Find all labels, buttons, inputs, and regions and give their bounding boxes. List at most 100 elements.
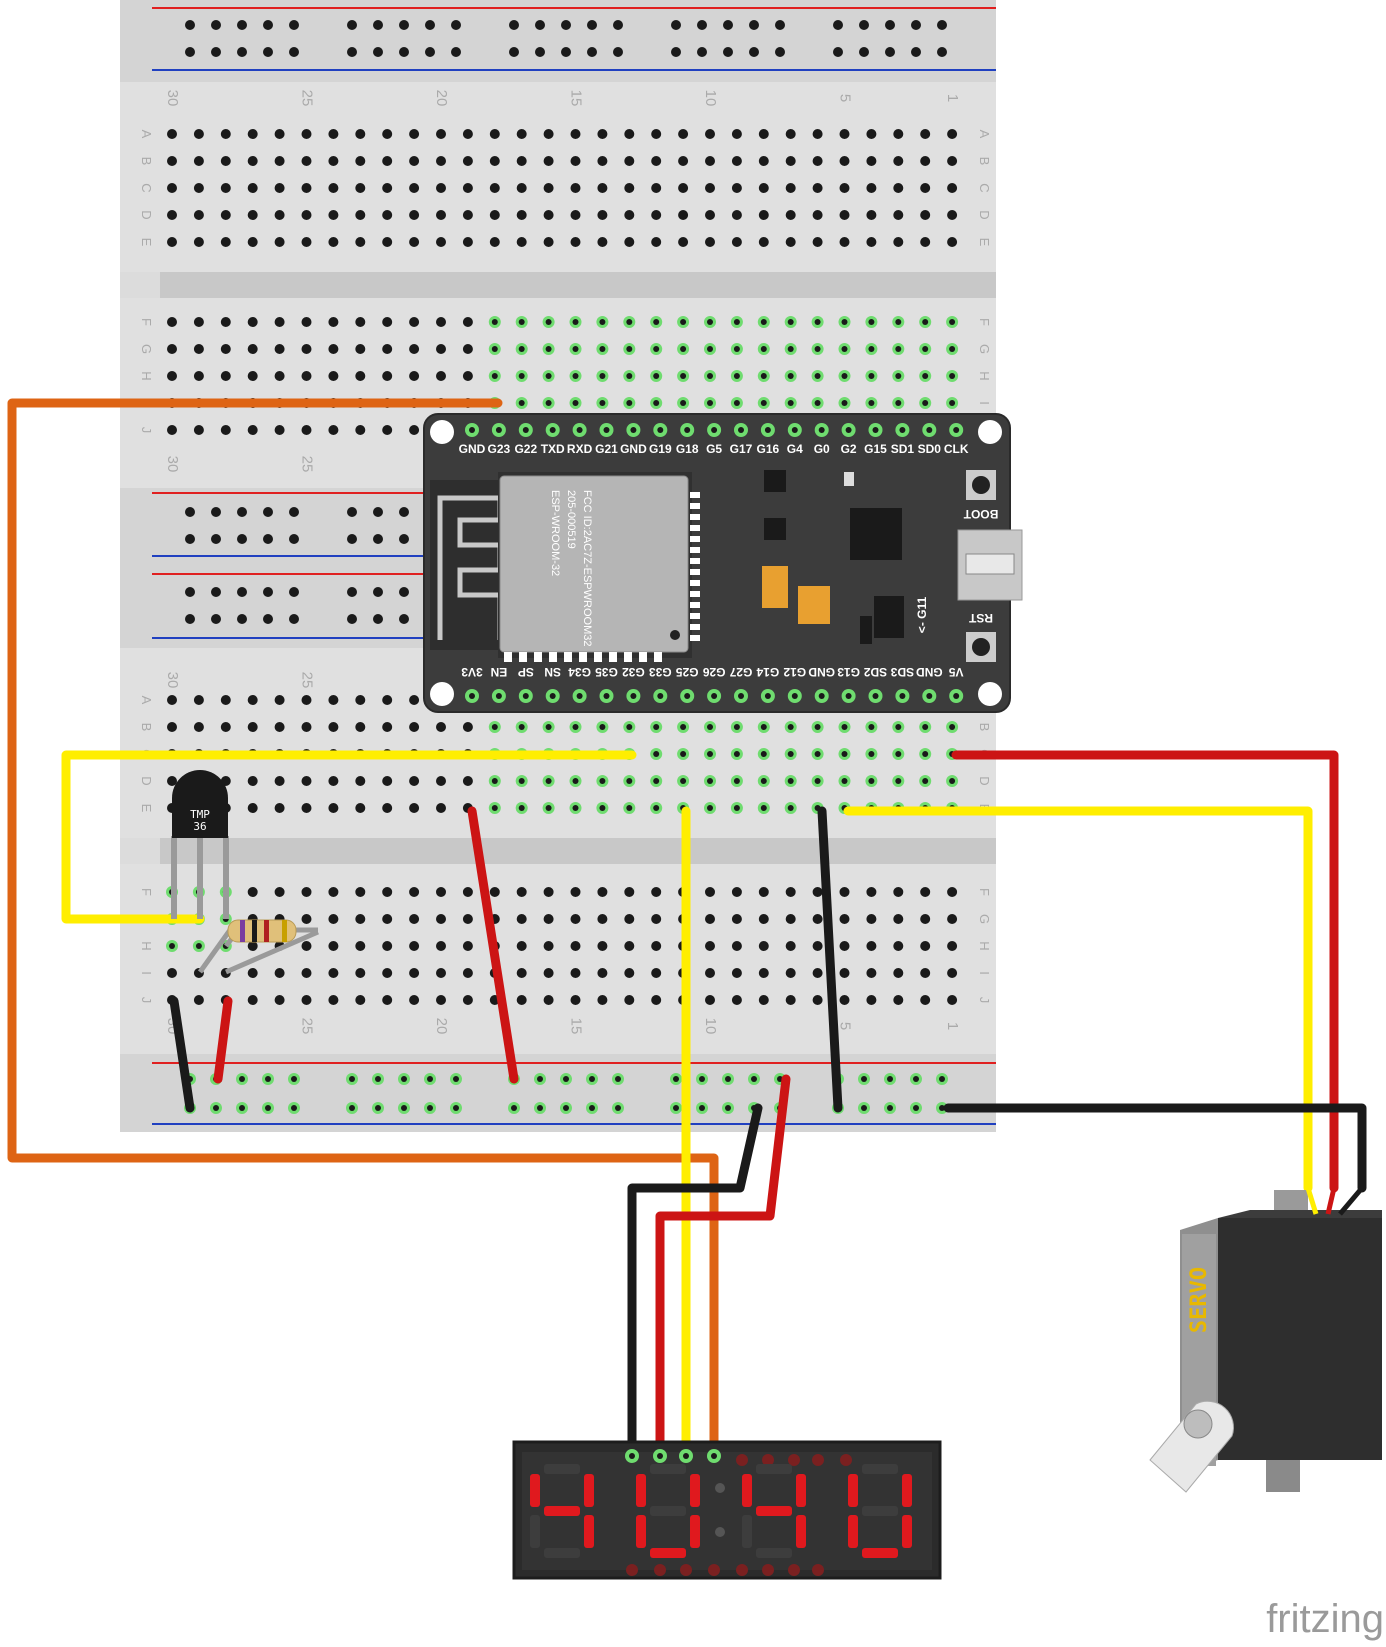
breadboard-hole[interactable] bbox=[211, 47, 221, 57]
breadboard-hole[interactable] bbox=[920, 887, 931, 897]
breadboard-hole[interactable] bbox=[328, 344, 339, 354]
breadboard-hole[interactable] bbox=[347, 534, 357, 544]
breadboard-hole[interactable] bbox=[785, 129, 796, 139]
breadboard-hole[interactable] bbox=[373, 534, 383, 544]
breadboard-hole[interactable] bbox=[185, 20, 195, 30]
breadboard-hole[interactable] bbox=[409, 914, 420, 924]
breadboard-hole[interactable] bbox=[570, 941, 581, 951]
breadboard-hole[interactable] bbox=[678, 183, 689, 193]
breadboard-hole[interactable] bbox=[347, 20, 357, 30]
breadboard-hole[interactable] bbox=[193, 695, 204, 705]
breadboard-hole[interactable] bbox=[274, 344, 285, 354]
breadboard-hole[interactable] bbox=[237, 507, 247, 517]
breadboard-hole[interactable] bbox=[355, 156, 366, 166]
breadboard-hole[interactable] bbox=[301, 968, 312, 978]
breadboard-hole[interactable] bbox=[436, 371, 446, 381]
breadboard-hole[interactable] bbox=[382, 371, 393, 381]
breadboard-hole[interactable] bbox=[220, 183, 231, 193]
breadboard-hole[interactable] bbox=[193, 722, 204, 732]
breadboard-hole[interactable] bbox=[516, 968, 527, 978]
breadboard-hole[interactable] bbox=[274, 995, 285, 1005]
breadboard-hole[interactable] bbox=[355, 968, 366, 978]
breadboard-hole[interactable] bbox=[775, 47, 785, 57]
breadboard-hole[interactable] bbox=[597, 941, 608, 951]
breadboard-hole[interactable] bbox=[355, 344, 366, 354]
breadboard-hole[interactable] bbox=[516, 914, 527, 924]
breadboard-hole[interactable] bbox=[220, 695, 231, 705]
breadboard-hole[interactable] bbox=[543, 156, 554, 166]
breadboard-hole[interactable] bbox=[355, 941, 366, 951]
breadboard-hole[interactable] bbox=[543, 129, 554, 139]
breadboard-hole[interactable] bbox=[382, 968, 393, 978]
breadboard-hole[interactable] bbox=[237, 47, 247, 57]
breadboard-hole[interactable] bbox=[382, 129, 393, 139]
breadboard-hole[interactable] bbox=[570, 183, 581, 193]
breadboard-hole[interactable] bbox=[263, 587, 273, 597]
breadboard-hole[interactable] bbox=[355, 425, 366, 435]
breadboard-hole[interactable] bbox=[758, 210, 769, 220]
breadboard-hole[interactable] bbox=[328, 968, 339, 978]
breadboard-hole[interactable] bbox=[624, 237, 635, 247]
breadboard-hole[interactable] bbox=[613, 20, 623, 30]
breadboard-hole[interactable] bbox=[920, 995, 931, 1005]
breadboard-hole[interactable] bbox=[624, 887, 635, 897]
breadboard-hole[interactable] bbox=[570, 129, 581, 139]
breadboard-hole[interactable] bbox=[301, 156, 312, 166]
breadboard-hole[interactable] bbox=[409, 183, 420, 193]
breadboard-hole[interactable] bbox=[462, 156, 473, 166]
breadboard-hole[interactable] bbox=[220, 425, 231, 435]
breadboard-hole[interactable] bbox=[543, 183, 554, 193]
breadboard-hole[interactable] bbox=[462, 914, 473, 924]
breadboard-hole[interactable] bbox=[489, 237, 500, 247]
breadboard-hole[interactable] bbox=[920, 237, 931, 247]
breadboard-hole[interactable] bbox=[462, 344, 473, 354]
breadboard-hole[interactable] bbox=[785, 887, 796, 897]
breadboard-hole[interactable] bbox=[462, 317, 473, 327]
breadboard-hole[interactable] bbox=[489, 129, 500, 139]
breadboard-hole[interactable] bbox=[247, 803, 258, 813]
breadboard-hole[interactable] bbox=[355, 776, 366, 786]
breadboard-hole[interactable] bbox=[328, 156, 339, 166]
breadboard-hole[interactable] bbox=[731, 237, 742, 247]
breadboard-hole[interactable] bbox=[373, 507, 383, 517]
breadboard-hole[interactable] bbox=[220, 237, 231, 247]
breadboard-hole[interactable] bbox=[355, 887, 366, 897]
breadboard-hole[interactable] bbox=[893, 914, 904, 924]
breadboard-hole[interactable] bbox=[516, 129, 527, 139]
breadboard-hole[interactable] bbox=[570, 210, 581, 220]
breadboard-hole[interactable] bbox=[355, 914, 366, 924]
breadboard-hole[interactable] bbox=[833, 20, 843, 30]
breadboard-hole[interactable] bbox=[193, 344, 204, 354]
breadboard-hole[interactable] bbox=[516, 887, 527, 897]
breadboard-hole[interactable] bbox=[570, 237, 581, 247]
breadboard-hole[interactable] bbox=[893, 887, 904, 897]
breadboard-hole[interactable] bbox=[489, 183, 500, 193]
breadboard-hole[interactable] bbox=[885, 20, 895, 30]
breadboard-hole[interactable] bbox=[543, 995, 554, 1005]
breadboard-hole[interactable] bbox=[167, 344, 177, 354]
breadboard-hole[interactable] bbox=[785, 941, 796, 951]
breadboard-hole[interactable] bbox=[436, 941, 446, 951]
breadboard-hole[interactable] bbox=[597, 156, 608, 166]
breadboard-hole[interactable] bbox=[436, 803, 446, 813]
breadboard-hole[interactable] bbox=[382, 887, 393, 897]
breadboard-hole[interactable] bbox=[785, 914, 796, 924]
breadboard-hole[interactable] bbox=[839, 210, 850, 220]
breadboard-hole[interactable] bbox=[920, 941, 931, 951]
breadboard-hole[interactable] bbox=[543, 887, 554, 897]
breadboard-hole[interactable] bbox=[705, 968, 715, 978]
breadboard-hole[interactable] bbox=[399, 20, 409, 30]
breadboard-hole[interactable] bbox=[947, 129, 958, 139]
breadboard-hole[interactable] bbox=[489, 887, 500, 897]
breadboard-hole[interactable] bbox=[866, 968, 877, 978]
breadboard-hole[interactable] bbox=[543, 210, 554, 220]
breadboard-hole[interactable] bbox=[462, 995, 473, 1005]
breadboard-hole[interactable] bbox=[328, 237, 339, 247]
breadboard-hole[interactable] bbox=[382, 425, 393, 435]
breadboard-hole[interactable] bbox=[399, 534, 409, 544]
breadboard-hole[interactable] bbox=[561, 20, 571, 30]
breadboard-hole[interactable] bbox=[812, 968, 823, 978]
breadboard-hole[interactable] bbox=[167, 776, 177, 786]
breadboard-hole[interactable] bbox=[347, 587, 357, 597]
breadboard-hole[interactable] bbox=[705, 237, 715, 247]
